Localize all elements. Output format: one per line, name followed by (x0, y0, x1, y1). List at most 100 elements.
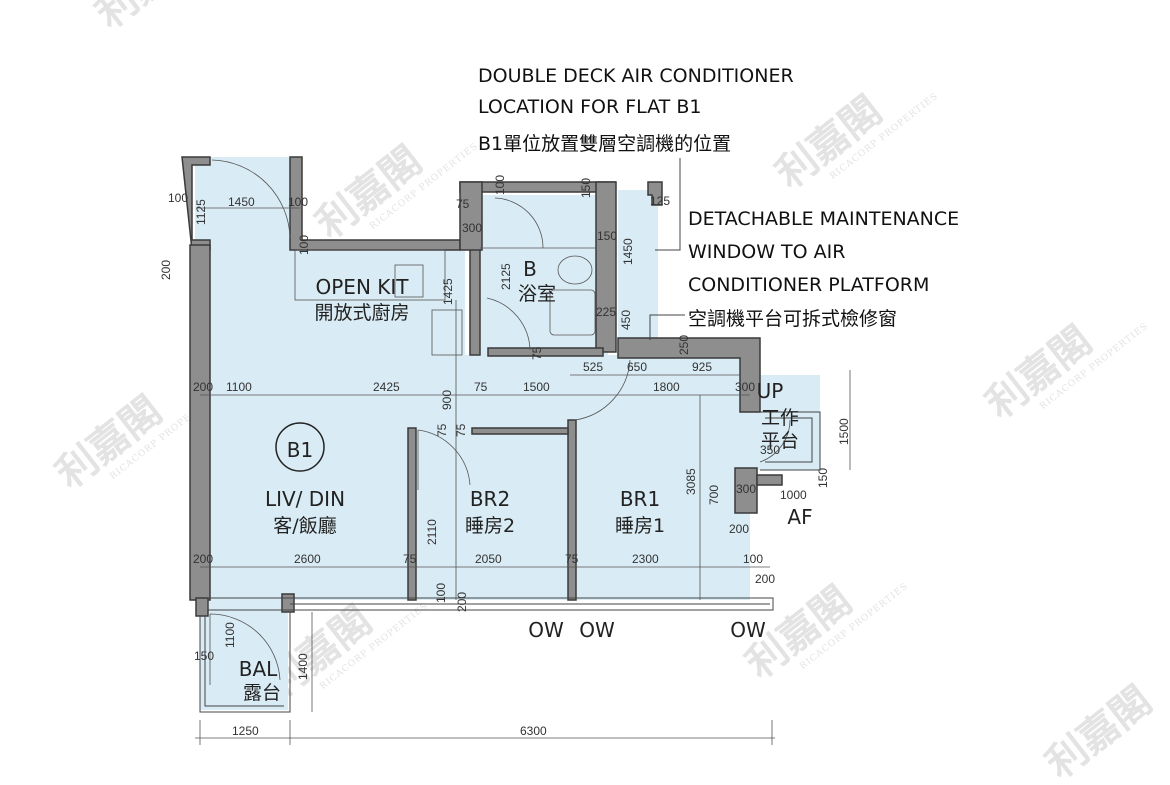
annotation-maintenance-window: DETACHABLE MAINTENANCE WINDOW TO AIR CON… (688, 208, 959, 330)
room-fills (195, 157, 820, 710)
annotation-ac-location: DOUBLE DECK AIR CONDITIONER LOCATION FOR… (478, 65, 794, 155)
dimension-label: 2600 (294, 552, 321, 566)
toilet (557, 255, 593, 285)
dimension-label: 925 (692, 360, 712, 374)
dimension-label: 1450 (228, 195, 255, 209)
fittings (195, 158, 851, 745)
dimension-label: 6300 (520, 724, 547, 738)
wall (647, 181, 663, 206)
dimension-label: 2125 (499, 263, 513, 290)
dimension-label: 1100 (226, 380, 252, 394)
dimension-label: 200 (755, 572, 775, 586)
label: DOUBLE DECK AIR CONDITIONER (478, 65, 794, 87)
dimension-label: 200 (193, 380, 213, 394)
door-swing (417, 429, 471, 490)
dimension-label: 1250 (232, 724, 259, 738)
room-af: AF (787, 505, 812, 529)
dimension-label: 1125 (194, 199, 208, 225)
room-balcony-cn: 露台 (243, 682, 281, 704)
flat-id: B1 (287, 438, 313, 462)
wall (487, 347, 604, 357)
dimension-label: 650 (627, 360, 647, 374)
dimension-label: 300 (462, 221, 482, 235)
wall (281, 593, 295, 613)
dimension-label: 350 (760, 443, 780, 457)
dimension-label: 1400 (296, 653, 310, 680)
room-utility-cn: 工作 (761, 407, 799, 429)
basin (549, 289, 596, 336)
dimension-label: 75 (565, 552, 579, 566)
label: 空調機平台可拆式檢修窗 (688, 308, 897, 330)
openable-window-label: OW (730, 618, 766, 642)
walls (181, 156, 783, 617)
dimension-label: 75 (435, 423, 449, 437)
dimension-label: 200 (193, 552, 213, 566)
plan-line (204, 616, 284, 707)
dimension-label: 2425 (373, 380, 400, 394)
room-living-cn: 客/飯廳 (273, 515, 336, 537)
label: LOCATION FOR FLAT B1 (478, 96, 701, 118)
dimension-label: 700 (707, 485, 721, 505)
room-area (205, 248, 465, 358)
dimension-label: 250 (677, 335, 691, 355)
dimension-label: 1450 (621, 238, 635, 265)
dimension-label: 100 (434, 583, 448, 603)
dimension-label: 75 (474, 380, 488, 394)
dimension-label: 2300 (632, 552, 659, 566)
room-living-en: LIV/ DIN (265, 487, 345, 511)
room-area (750, 375, 820, 470)
dimension-label: 150 (194, 649, 214, 663)
room-br2-cn: 睡房2 (465, 515, 515, 537)
room-kitchen-cn: 開放式廚房 (314, 301, 409, 324)
wall (567, 419, 577, 601)
dimension-label: 300 (735, 380, 755, 394)
wall (195, 597, 209, 617)
dimension-label: 100 (297, 235, 311, 255)
dimension-label: 150 (597, 229, 617, 243)
plan-line (207, 597, 774, 611)
wall (756, 474, 783, 486)
dimension-label: 200 (455, 592, 469, 612)
plan-line (294, 249, 446, 301)
room-area (205, 355, 750, 600)
label: WINDOW TO AIR (688, 241, 845, 263)
dimension-label: 3085 (684, 468, 698, 495)
dimension-label: 200 (159, 260, 173, 280)
door-swing (211, 159, 291, 239)
dimension-label: 2110 (425, 519, 439, 545)
dimension-label: 1425 (441, 278, 455, 305)
dimension-label: 75 (530, 346, 544, 360)
room-bath-en: B (523, 257, 537, 281)
plan-line (199, 612, 291, 713)
dimension-label: 900 (440, 390, 454, 410)
plan-line (760, 411, 821, 471)
dimension-label: 1100 (223, 622, 237, 648)
dimension-label: 200 (729, 522, 749, 536)
dimension-label: 100 (493, 175, 507, 195)
door-swing (574, 359, 631, 421)
room-utility-cn: 平台 (761, 430, 799, 452)
door-swing (209, 613, 281, 685)
door-swing (486, 297, 531, 351)
dimension-label: 1500 (837, 418, 851, 445)
flat-badge (275, 422, 325, 472)
dimension-label: 2050 (475, 552, 502, 566)
room-kitchen-en: OPEN KIT (316, 275, 410, 299)
room-area (478, 195, 608, 355)
dimension-label: 1500 (523, 380, 550, 394)
dimension-labels: 100 1125 1450 100 200 100 75 300 100 150… (159, 175, 851, 738)
dimension-label: 75 (403, 552, 417, 566)
hob (431, 309, 463, 356)
room-br1-cn: 睡房1 (615, 515, 665, 537)
dimension-label: 1800 (653, 380, 680, 394)
watermark-logo: 利嘉閣 (87, 0, 210, 38)
leader-line (655, 158, 681, 251)
wall (407, 427, 417, 601)
room-br2-en: BR2 (470, 487, 510, 511)
watermark-logo: 利嘉閣 (1037, 677, 1160, 785)
room-br1-en: BR1 (620, 487, 660, 511)
dimension-label: 225 (596, 305, 616, 319)
dimension-label: 150 (816, 468, 830, 488)
